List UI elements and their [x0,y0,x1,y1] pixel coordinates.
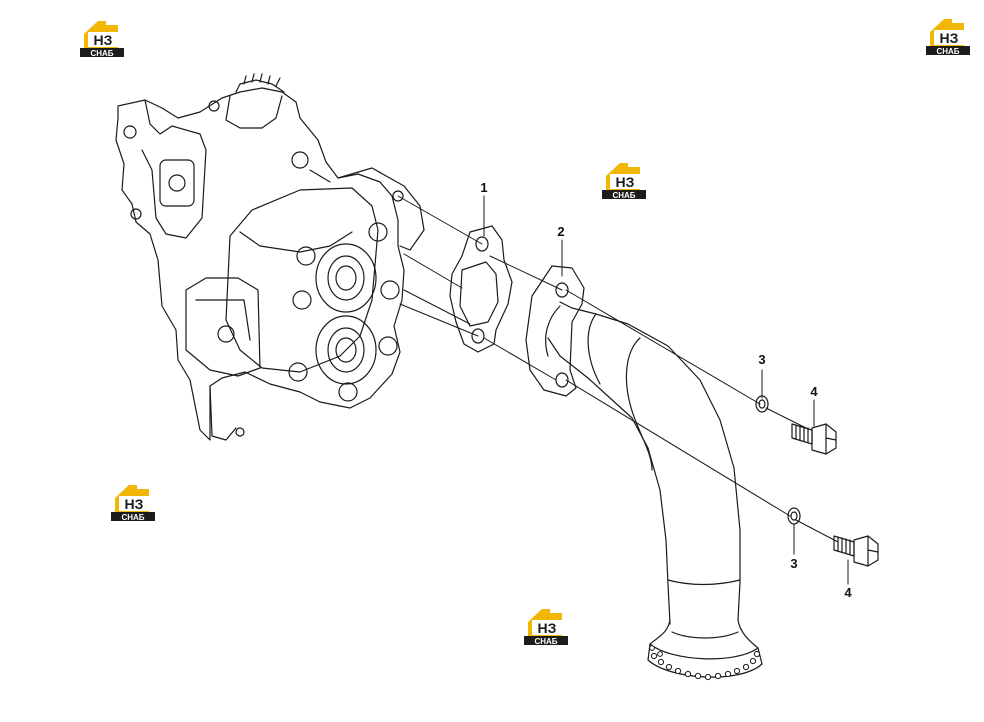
callout-label: 2 [557,224,564,239]
logo-text: СНАБ [121,513,144,522]
logo-mark: НЗ [616,174,635,190]
callout-label: 4 [844,585,852,600]
assembly-guide-lines [397,195,839,543]
logo-mark: НЗ [940,30,959,46]
brand-logo: НЗ СНАБ [602,160,646,200]
house-icon: НЗ СНАБ [524,609,568,646]
strainer-holes [649,645,761,681]
callout-label: 1 [480,180,487,195]
logo-text: СНАБ [612,191,635,200]
brand-logo: НЗ СНАБ [926,16,970,56]
callout-label: 3 [758,352,765,367]
callout-leaders [483,195,849,585]
gasket-part-1 [449,225,513,353]
brand-logo: НЗ СНАБ [524,606,568,646]
bolt-part-4 [833,535,879,567]
logo-mark: НЗ [125,496,144,512]
logo-text: СНАБ [534,637,557,646]
logo-mark: НЗ [94,32,113,48]
brand-logo: НЗ СНАБ [80,18,124,58]
house-icon: НЗ СНАБ [602,163,646,200]
bolt-part-4 [791,423,837,455]
logo-text: СНАБ [936,47,959,56]
brand-logo: НЗ СНАБ [111,482,155,522]
house-icon: НЗ СНАБ [80,21,124,58]
suction-pipe-part-2 [525,265,763,678]
callout-label: 4 [810,384,818,399]
house-icon: НЗ СНАБ [111,485,155,522]
logo-text: СНАБ [90,49,113,58]
logo-mark: НЗ [538,620,557,636]
callout-label: 3 [790,556,797,571]
house-icon: НЗ СНАБ [926,19,970,56]
engine-housing [115,73,425,441]
